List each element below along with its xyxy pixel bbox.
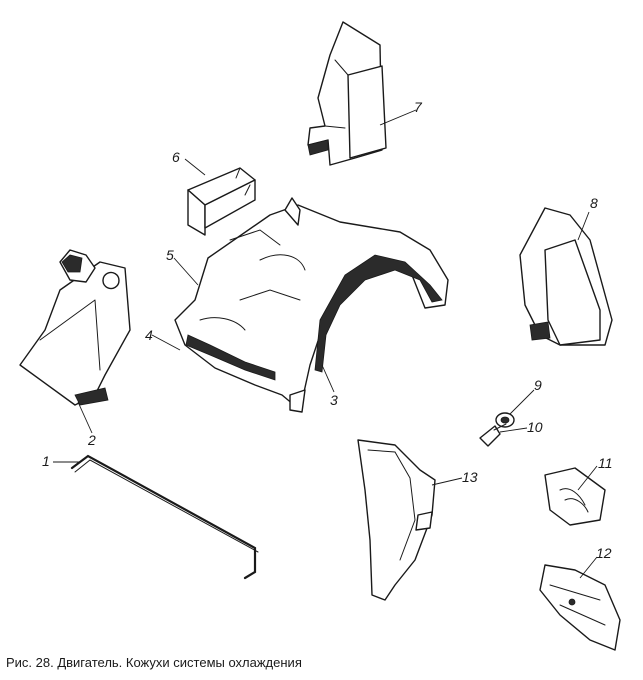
main-housing [174,197,449,413]
leader-lines [53,109,598,579]
callout-3: 3 [330,392,338,408]
part-12-plate [539,564,621,651]
part-6-bracket [187,167,256,236]
part-7-upper-shroud [307,21,387,166]
callout-2: 2 [87,432,96,448]
part-1-rod [70,454,259,580]
callout-11: 11 [598,455,613,471]
callout-8: 8 [590,195,598,211]
part-2-side-shroud [19,249,131,406]
part-9-nut [495,412,515,428]
callout-6: 6 [172,149,180,165]
callout-7: 7 [414,99,423,115]
part-8-right-shroud [519,207,613,346]
callout-9: 9 [534,377,542,393]
callout-1: 1 [42,453,50,469]
callout-5: 5 [166,247,174,263]
callout-12: 12 [596,545,612,561]
part-10-bolt [479,423,507,447]
figure-caption: Рис. 28. Двигатель. Кожухи системы охлаж… [6,655,302,670]
callout-13: 13 [462,469,478,485]
part-11-clip [544,467,606,526]
callout-4: 4 [145,327,153,343]
callout-10: 10 [527,419,543,435]
part-13-lower-shroud [357,439,436,601]
